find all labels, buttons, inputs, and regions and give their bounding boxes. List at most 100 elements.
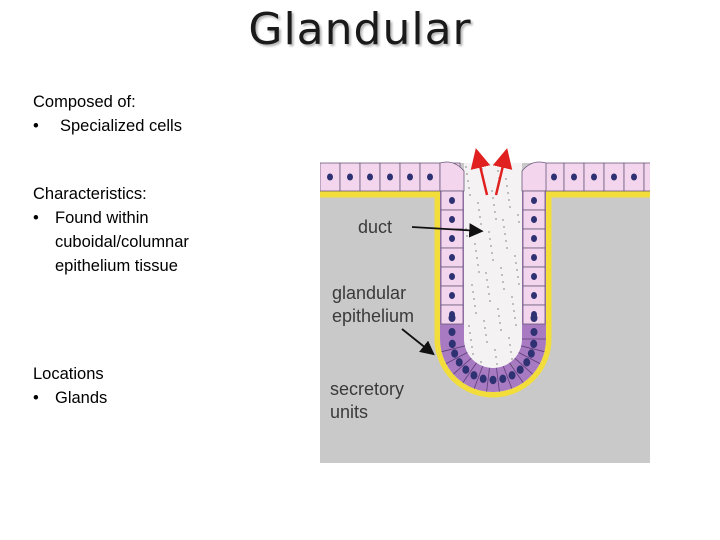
lumen-speckle: [503, 288, 505, 290]
cell-nucleus: [448, 328, 456, 336]
lumen-speckle: [491, 252, 493, 254]
cell-border: [473, 365, 484, 389]
lumen-speckle: [512, 365, 514, 367]
cell-nucleus: [367, 173, 373, 181]
duct-lumen: [464, 163, 522, 368]
lumen-speckle: [485, 272, 487, 274]
lumen-speckle: [490, 245, 492, 247]
cell-border: [496, 367, 500, 392]
lumen-speckle: [494, 211, 496, 213]
cell-nucleus: [611, 173, 617, 181]
cell-nucleus: [448, 339, 456, 349]
lumen-speckle: [476, 257, 478, 259]
cell-nucleus: [531, 292, 537, 299]
lumen-speckle: [466, 235, 468, 237]
cell-border: [514, 357, 533, 375]
lumen-speckle: [506, 247, 508, 249]
lumen-speckle: [484, 327, 486, 329]
cell-nucleus: [571, 173, 577, 181]
label-secretory-line1: secretory: [330, 379, 404, 399]
lumen-speckle: [485, 334, 487, 336]
surface-epithelium: [320, 161, 650, 192]
section-characteristics: Characteristics: Found within cuboidal/c…: [33, 182, 215, 278]
lumen-speckle: [502, 281, 504, 283]
lumen-speckle: [496, 363, 498, 365]
cell-nucleus: [631, 173, 637, 181]
cell-nucleus: [527, 349, 535, 358]
cell-nucleus: [523, 358, 531, 367]
cell-border: [445, 352, 468, 364]
secretory-unit-cells: [441, 314, 546, 392]
cell-nucleus: [489, 375, 497, 385]
cell-nucleus: [516, 365, 524, 374]
label-glandular-line1: glandular: [332, 283, 406, 303]
lumen-speckle: [493, 204, 495, 206]
cell-border: [441, 345, 465, 353]
label-arrows: [401, 148, 513, 356]
cell-nucleus: [327, 173, 333, 181]
section-label: Composed of:: [33, 93, 136, 111]
lumen-speckle: [507, 192, 509, 194]
lumen-speckle: [487, 286, 489, 288]
cell: [643, 162, 650, 192]
lumen-speckle: [474, 243, 476, 245]
epithelium-arrow: [401, 328, 435, 356]
lumen-speckle: [480, 361, 482, 363]
cell-border: [486, 367, 490, 392]
lumen-speckle: [466, 173, 468, 175]
lumen-speckle: [505, 240, 507, 242]
lumen-speckle: [517, 276, 519, 278]
lumen-speckle: [518, 283, 520, 285]
corner-cell: [521, 161, 547, 192]
slide-title: Glandular: [248, 4, 472, 55]
corner-cell: [439, 161, 465, 192]
lumen-speckle: [511, 296, 513, 298]
gland-diagram-svg: duct glandular epithelium secretory unit…: [320, 139, 650, 463]
lumen-speckle: [511, 358, 513, 360]
lumen-speckle: [506, 185, 508, 187]
cell-nucleus: [449, 235, 455, 242]
lumen-speckle: [499, 322, 501, 324]
section-label: Locations: [33, 365, 104, 383]
lumen-speckle: [479, 216, 481, 218]
label-secretory-line2: units: [330, 402, 368, 422]
lumen-speckle: [500, 329, 502, 331]
cell-nucleus: [451, 349, 459, 358]
cell-nucleus: [530, 328, 538, 336]
cell-border: [453, 357, 472, 375]
lumen-speckle: [504, 233, 506, 235]
lumen-speckle: [517, 214, 519, 216]
cell-nucleus: [449, 273, 455, 280]
lumen-speckle: [498, 315, 500, 317]
lumen-speckle: [492, 197, 494, 199]
gland-lumen: [320, 139, 650, 392]
basement-membrane: [320, 190, 650, 398]
bullet-item: Specialized cells: [33, 114, 182, 138]
cell-nucleus: [551, 173, 557, 181]
lumen-speckle: [515, 324, 517, 326]
lumen-speckle: [472, 353, 474, 355]
label-glandular-line2: epithelium: [332, 306, 414, 326]
cell-nucleus: [448, 314, 456, 322]
lumen-speckle: [513, 310, 515, 312]
surface-top: [320, 139, 650, 163]
cell-nucleus: [387, 173, 393, 181]
lumen-speckle: [510, 351, 512, 353]
lumen-speckle: [470, 339, 472, 341]
lumen-speckle: [501, 274, 503, 276]
cell-border: [509, 362, 524, 383]
lumen-speckle: [488, 293, 490, 295]
cell-nucleus: [530, 314, 538, 322]
lumen-speckle: [512, 303, 514, 305]
lumen-speckle: [478, 271, 480, 273]
lumen-speckle: [478, 209, 480, 211]
label-duct: duct: [358, 217, 392, 237]
lumen-speckle: [488, 231, 490, 233]
lumen-speckle: [518, 221, 520, 223]
lumen-speckle: [477, 202, 479, 204]
lumen-speckle: [483, 320, 485, 322]
lumen-speckle: [497, 308, 499, 310]
section-label: Characteristics:: [33, 185, 147, 203]
cell-nucleus: [455, 358, 463, 367]
cell-nucleus: [427, 173, 433, 181]
